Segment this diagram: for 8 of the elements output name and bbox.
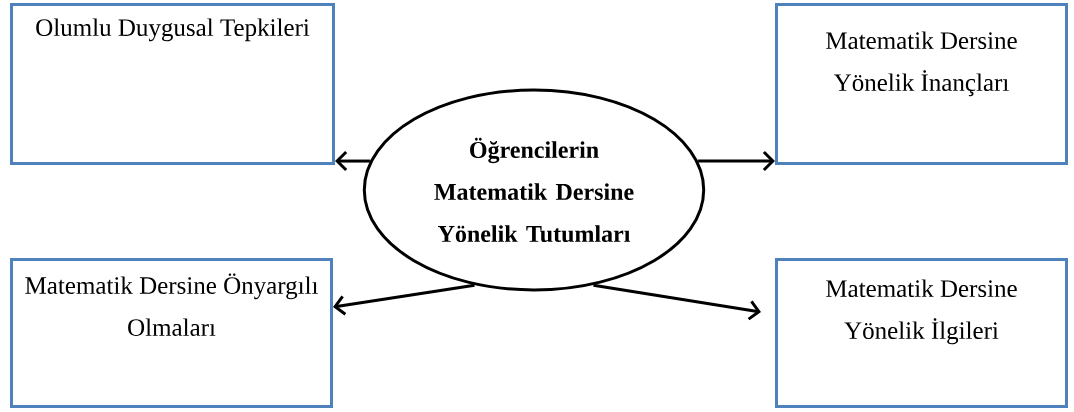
arrow: [593, 283, 761, 321]
text-box: Matematik Dersine Önyargılı Olmaları: [10, 258, 333, 408]
arrow: [698, 151, 775, 172]
text-box: Matematik Dersine Yönelik İlgileri: [775, 258, 1068, 408]
arrow: [335, 151, 370, 172]
arrow: [333, 283, 475, 316]
text-box: Matematik Dersine Yönelik İnançları: [775, 3, 1068, 165]
text-box: Olumlu Duygusal Tepkileri: [10, 3, 335, 165]
